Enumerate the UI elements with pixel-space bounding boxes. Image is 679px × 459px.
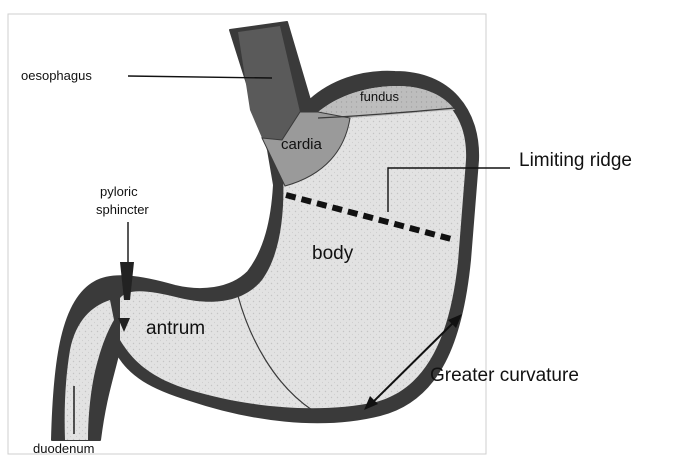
duodenum-label: duodenum — [33, 441, 94, 456]
pyloric-label-line1: pyloric — [100, 184, 138, 199]
fundus-label: fundus — [360, 89, 400, 104]
pyloric-label-line2: sphincter — [96, 202, 149, 217]
antrum-label: antrum — [146, 318, 205, 339]
limiting-ridge-label: Limiting ridge — [519, 150, 632, 171]
body-label: body — [312, 243, 354, 264]
cardia-label: cardia — [281, 136, 323, 153]
greater-curvature-label: Greater curvature — [430, 365, 579, 386]
oesophagus-label: oesophagus — [21, 68, 92, 83]
